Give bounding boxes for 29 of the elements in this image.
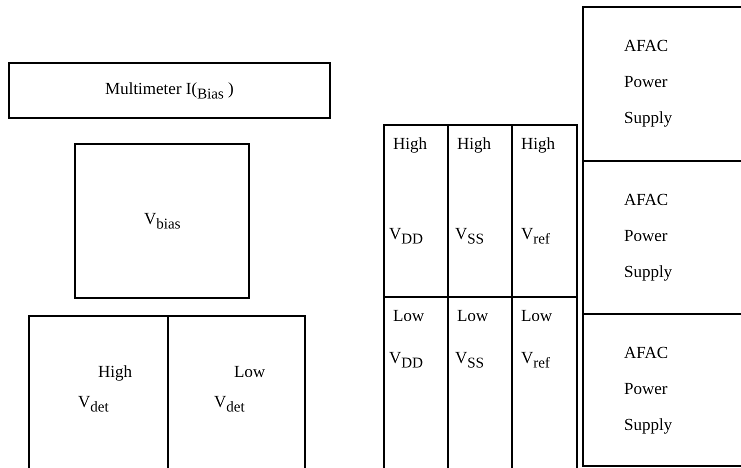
panel-label: High bbox=[393, 134, 427, 154]
panel-label: AFAC Power Supply bbox=[624, 342, 674, 436]
power-supply-panel bbox=[582, 6, 741, 162]
panel-label: V$_{bias}$ bbox=[144, 209, 180, 234]
panel-label: V$_{DD}$ bbox=[389, 224, 423, 248]
panel-label: Multimeter I($_{Bias}$ ) bbox=[105, 78, 234, 103]
instrument-panel bbox=[167, 315, 306, 468]
panel-label: High bbox=[521, 134, 555, 154]
panel-label: Low bbox=[234, 362, 266, 382]
panel-label: V$_{DD}$ bbox=[389, 348, 423, 372]
instrument-panel bbox=[8, 62, 331, 119]
panel-label: V$_{det}$ bbox=[214, 392, 245, 416]
instrument-panel bbox=[28, 315, 169, 468]
panel-label: High bbox=[457, 134, 491, 154]
panel-label: Low bbox=[393, 306, 424, 326]
panel-label: V$_{ref}$ bbox=[521, 348, 550, 372]
instrument-panel bbox=[74, 143, 250, 299]
panel-label: V$_{det}$ bbox=[78, 392, 109, 416]
instrument-panel bbox=[511, 124, 578, 298]
instrument-panel bbox=[383, 124, 449, 298]
panel-label: V$_{ref}$ bbox=[521, 224, 550, 248]
panel-label: AFAC Power Supply bbox=[624, 35, 674, 129]
panel-label: High bbox=[98, 362, 132, 382]
panel-label: AFAC Power Supply bbox=[624, 189, 674, 283]
power-supply-panel bbox=[582, 313, 741, 467]
panel-label: Low bbox=[457, 306, 488, 326]
panel-label: V$_{SS}$ bbox=[455, 224, 484, 248]
panel-label: V$_{SS}$ bbox=[455, 348, 484, 372]
panel-label: Low bbox=[521, 306, 552, 326]
